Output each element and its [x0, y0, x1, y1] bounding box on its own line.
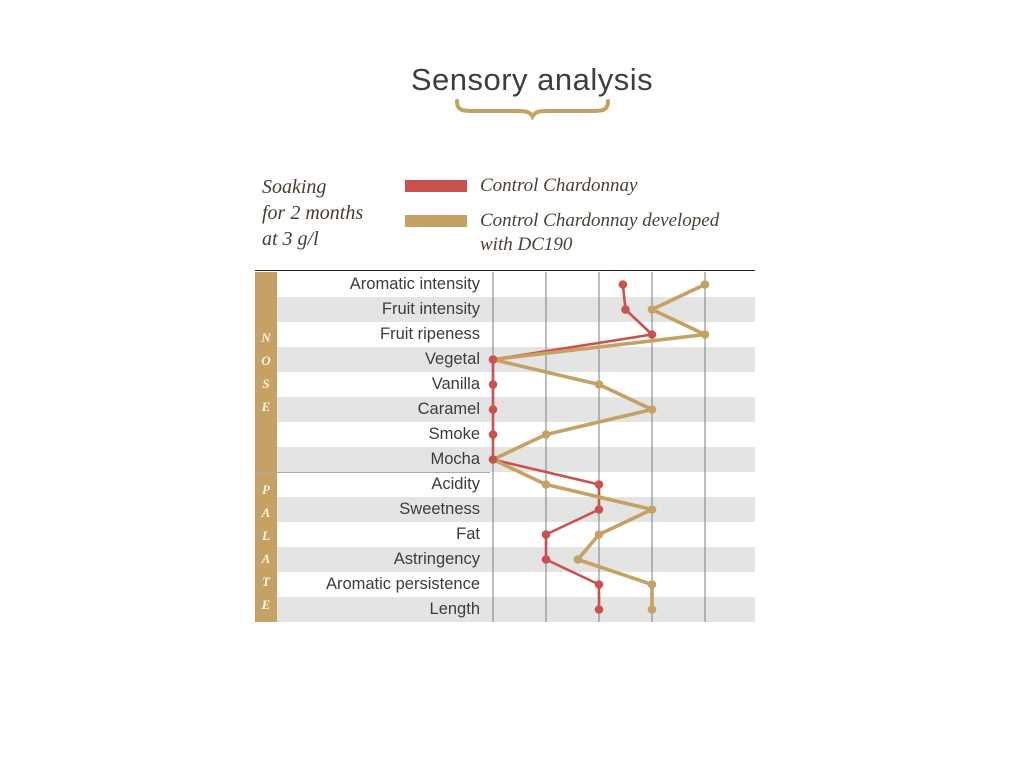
category-label: Aromatic intensity: [349, 275, 480, 293]
data-point: [573, 555, 583, 564]
data-point: [541, 530, 551, 539]
group-letter: S: [262, 376, 270, 391]
group-separator: [255, 472, 490, 473]
data-point: [647, 505, 657, 514]
legend-swatch-dc190: [405, 214, 467, 227]
data-point: [700, 330, 710, 339]
chart-row: Acidity: [277, 472, 755, 497]
chart-row: Aromatic intensity: [277, 272, 755, 297]
category-label: Sweetness: [399, 500, 480, 518]
category-label: Length: [429, 600, 480, 618]
legend-swatch-control: [405, 180, 467, 192]
group-letter: E: [261, 399, 271, 414]
plot-area: [488, 272, 710, 622]
legend-label-control: Control Chardonnay: [480, 175, 638, 196]
category-label: Caramel: [417, 400, 480, 418]
group-letter: N: [261, 330, 271, 345]
chart-row: Vanilla: [277, 372, 755, 397]
category-label: Mocha: [430, 450, 480, 468]
category-label: Fruit intensity: [381, 300, 480, 318]
data-point: [594, 505, 604, 514]
category-label: Fat: [456, 525, 480, 543]
group-letter: P: [262, 482, 270, 497]
chart-row: Mocha: [277, 447, 755, 472]
data-point: [647, 305, 657, 314]
data-point: [488, 380, 498, 389]
chart-row: Smoke: [277, 422, 755, 447]
chart-row: Sweetness: [277, 497, 755, 522]
group-letter: A: [261, 505, 271, 520]
soaking-note: Soaking for 2 months at 3 g/l: [262, 176, 364, 250]
data-point: [647, 405, 657, 414]
data-point: [488, 430, 498, 439]
data-point: [647, 330, 657, 339]
category-label: Astringency: [393, 550, 480, 568]
data-point: [700, 280, 710, 289]
data-point: [488, 405, 498, 414]
legend: Control Chardonnay Control Chardonnay de…: [405, 174, 719, 267]
data-point: [594, 580, 604, 589]
category-label: Aromatic persistence: [325, 575, 480, 593]
data-point: [647, 580, 657, 589]
group-letter: T: [262, 574, 270, 589]
chart-row: Length: [277, 597, 755, 622]
series-line: [491, 282, 707, 610]
category-label: Vegetal: [424, 350, 480, 368]
data-point: [621, 305, 630, 314]
legend-item-dc190: Control Chardonnay developed with DC190: [405, 209, 719, 257]
chart-row: Astringency: [277, 547, 755, 572]
chart-row: Vegetal: [277, 347, 755, 372]
legend-label-dc190: Control Chardonnay developed with DC190: [480, 209, 720, 255]
group-letter: O: [261, 353, 271, 368]
data-point: [594, 605, 604, 614]
chart-row: Aromatic persistence: [277, 572, 755, 597]
category-label: Fruit ripeness: [380, 325, 480, 343]
data-point: [647, 605, 657, 614]
chart-row: Caramel: [277, 397, 755, 422]
chart-row: Fruit intensity: [277, 297, 755, 322]
data-point: [594, 480, 604, 489]
data-point: [594, 380, 604, 389]
group-letter: A: [261, 551, 271, 566]
data-point: [541, 480, 551, 489]
category-label: Acidity: [431, 475, 480, 493]
group-letter: E: [261, 597, 271, 612]
page-title: Sensory analysis: [410, 62, 654, 97]
data-point: [594, 530, 604, 539]
legend-item-control: Control Chardonnay: [405, 174, 719, 198]
title-brace-path: [455, 99, 610, 121]
category-label: Vanilla: [431, 375, 480, 393]
data-point: [541, 555, 551, 564]
title-brace-decoration: [455, 99, 610, 121]
chart-row: Fat: [277, 522, 755, 547]
data-point: [541, 430, 551, 439]
data-point: [488, 355, 498, 364]
data-point: [618, 280, 628, 289]
group-letter: L: [262, 528, 270, 543]
data-point: [488, 455, 498, 464]
chart-row: Fruit ripeness: [277, 322, 755, 347]
category-label: Smoke: [428, 425, 480, 443]
